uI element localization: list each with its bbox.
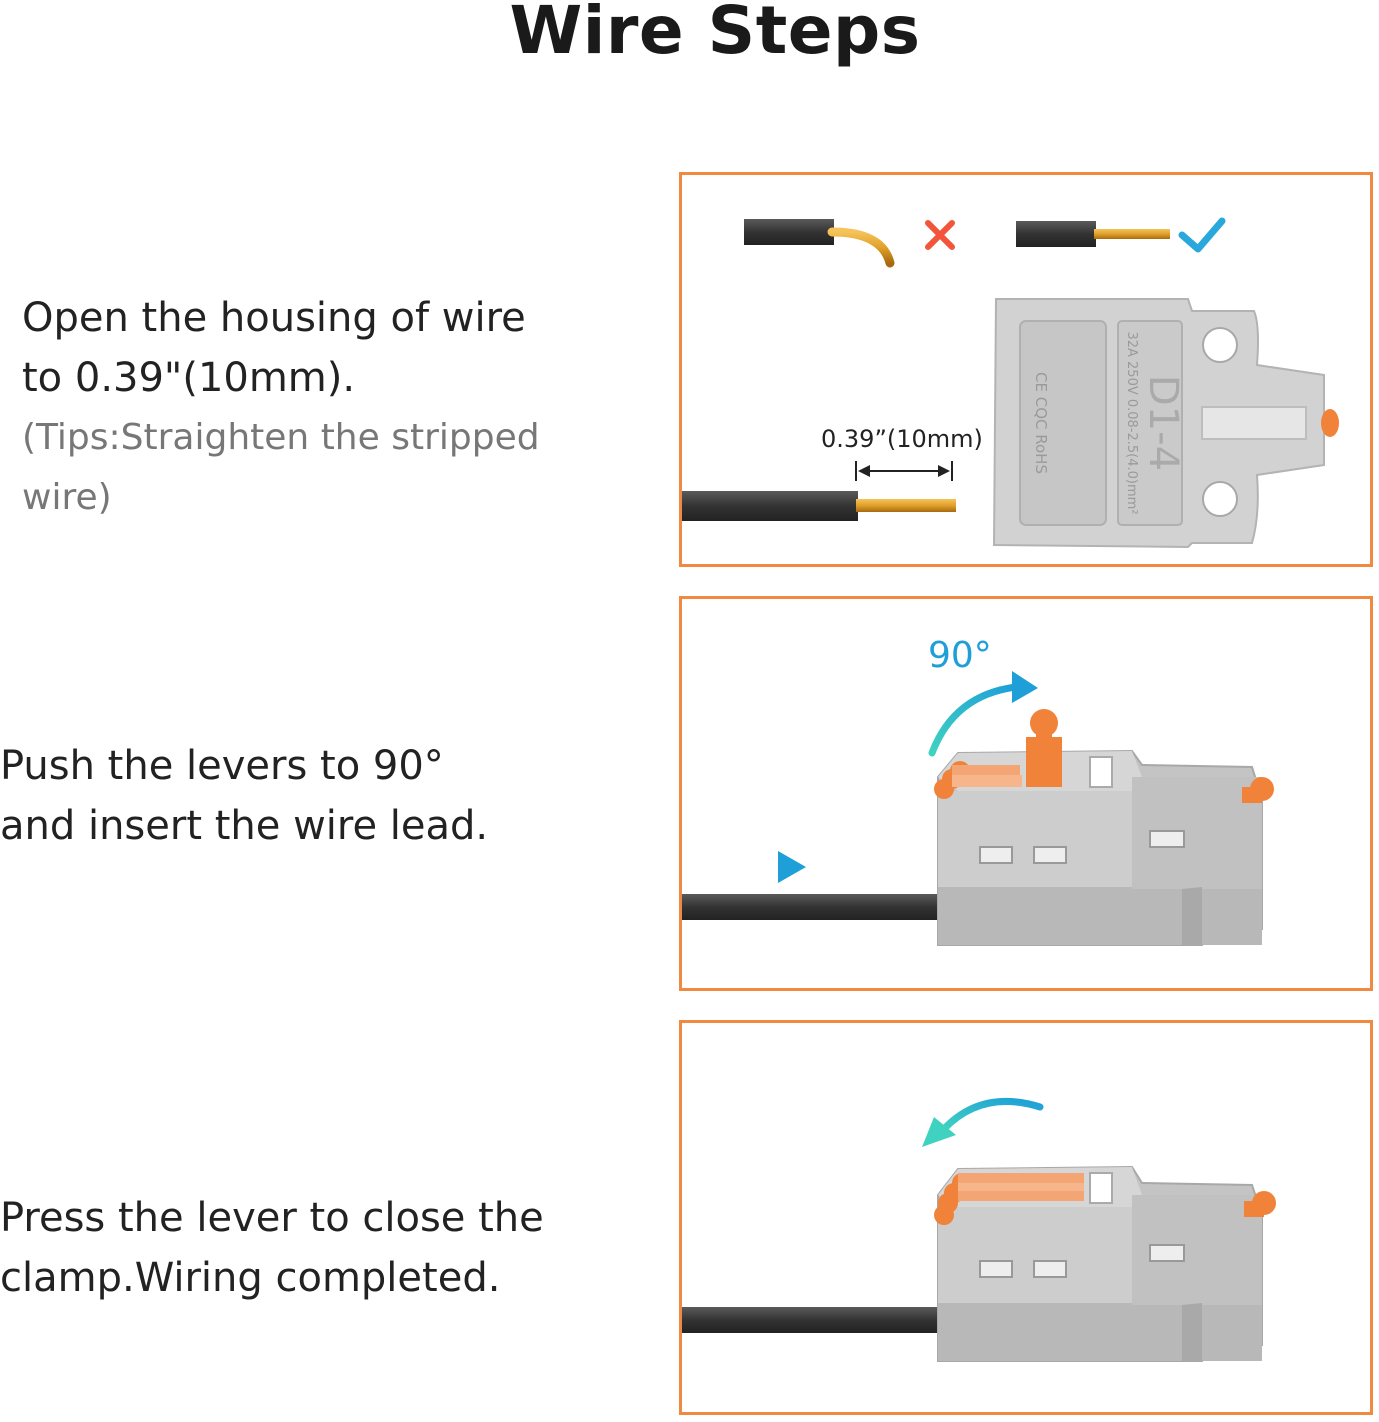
connector-marking: D1-4 xyxy=(1140,375,1186,471)
stripped-wire xyxy=(682,491,956,521)
step-2-line-2: and insert the wire lead. xyxy=(0,803,489,849)
rotate-down-arrow xyxy=(922,1097,1044,1147)
cross-icon xyxy=(925,220,955,250)
rotate-up-arrow xyxy=(928,671,1038,757)
measurement-arrow xyxy=(855,461,953,481)
measurement-label: 0.39”(10mm) xyxy=(821,425,983,453)
connector-top-view: D1-4 32A 250V 0.08-2.5(4.0)mm² CE CQC Ro… xyxy=(992,298,1339,549)
step-2-text: Push the levers to 90° and insert the wi… xyxy=(0,736,488,856)
insert-wire xyxy=(682,894,944,920)
step-1-line-1: Open the housing of wire xyxy=(22,295,526,341)
step-1-text: Open the housing of wire to 0.39"(10mm).… xyxy=(22,288,540,528)
step-1-svg: D1-4 32A 250V 0.08-2.5(4.0)mm² CE CQC Ro… xyxy=(682,217,1339,549)
page-title: Wire Steps xyxy=(509,0,921,69)
step-2-illustration: 90° xyxy=(679,596,1373,991)
connector-specs: 32A 250V 0.08-2.5(4.0)mm² xyxy=(1124,331,1139,514)
step-3-illustration xyxy=(679,1020,1373,1415)
check-icon xyxy=(1178,217,1226,253)
step-1-tip-line-2: wire) xyxy=(22,477,112,518)
inserted-wire xyxy=(682,1307,944,1333)
wrong-wire-example xyxy=(744,219,895,268)
connector-closed xyxy=(934,1165,1276,1362)
connector-open xyxy=(934,709,1274,946)
step-2-line-1: Push the levers to 90° xyxy=(0,743,444,789)
step-3-text: Press the lever to close the clamp.Wirin… xyxy=(0,1188,544,1308)
step-3-line-1: Press the lever to close the xyxy=(0,1195,544,1241)
step-1-line-2: to 0.39"(10mm). xyxy=(22,355,356,401)
angle-label: 90° xyxy=(928,635,992,676)
connector-certs: CE CQC RoHS xyxy=(1032,372,1050,474)
step-3-line-2: clamp.Wiring completed. xyxy=(0,1255,501,1301)
step-3-svg xyxy=(682,1097,1276,1362)
right-wire-example xyxy=(1016,221,1170,247)
step-2-svg xyxy=(682,671,1274,946)
step-1-tip-line-1: (Tips:Straighten the stripped xyxy=(22,417,540,458)
insert-arrow xyxy=(698,851,806,883)
step-1-illustration: D1-4 32A 250V 0.08-2.5(4.0)mm² CE CQC Ro… xyxy=(679,172,1373,567)
